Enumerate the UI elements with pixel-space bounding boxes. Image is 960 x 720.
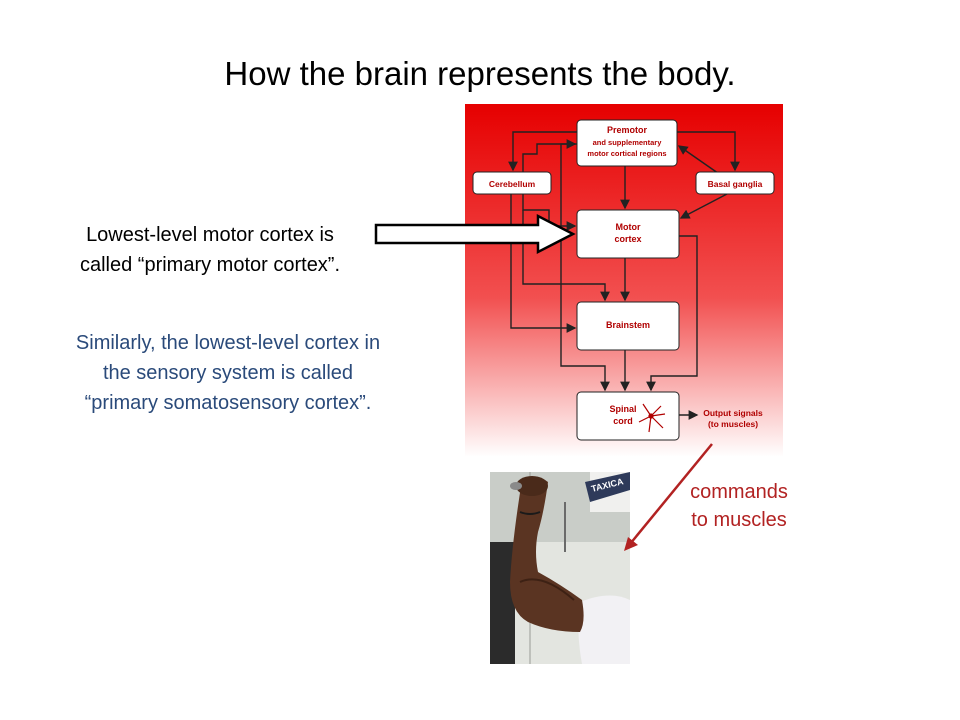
premotor-line-3: motor cortical regions xyxy=(587,149,666,158)
motor-line-1: Motor xyxy=(616,222,641,232)
motor-line-2: cortex xyxy=(614,234,641,244)
output-line-2: (to muscles) xyxy=(708,419,758,429)
spinal-line-1: Spinal xyxy=(609,404,636,414)
motor-cortex-callout: Lowest-level motor cortex is called “pri… xyxy=(40,220,380,280)
note-line-2: the sensory system is called xyxy=(102,362,354,384)
note-line-1: Similarly, the lowest-level cortex in xyxy=(75,332,381,354)
brainstem-label: Brainstem xyxy=(606,320,650,330)
somatosensory-note: Similarly, the lowest-level cortex in th… xyxy=(38,328,418,418)
box-brainstem: Brainstem xyxy=(576,301,680,351)
arm-flexing-photo: TAXICA xyxy=(490,472,630,664)
sign-board xyxy=(585,472,630,502)
box-cerebellum: Cerebellum xyxy=(472,171,552,195)
cerebellum-label: Cerebellum xyxy=(489,179,536,189)
box-spinal-cord: Spinal cord xyxy=(576,391,680,441)
box-basal-ganglia: Basal ganglia xyxy=(695,171,775,195)
output-line-1: Output signals xyxy=(703,408,763,418)
callout-line-2: called “primary motor cortex”. xyxy=(79,254,341,276)
premotor-line-2: and supplementary xyxy=(593,138,663,147)
motor-hierarchy-diagram: Premotor and supplementary motor cortica… xyxy=(465,104,783,457)
slide-title: How the brain represents the body. xyxy=(224,55,736,92)
shirt xyxy=(578,595,630,664)
dark-doorway xyxy=(490,542,515,664)
note-line-3: “primary somatosensory cortex”. xyxy=(84,392,372,414)
wristband xyxy=(519,511,541,515)
fist xyxy=(516,476,548,496)
box-premotor: Premotor and supplementary motor cortica… xyxy=(576,119,678,167)
spinal-line-2: cord xyxy=(613,416,633,426)
commands-line-2: to muscles xyxy=(691,509,787,531)
box-motor-cortex: Motor cortex xyxy=(576,209,680,259)
commands-line-1: commands xyxy=(690,481,788,503)
basal-ganglia-label: Basal ganglia xyxy=(708,179,763,189)
premotor-line-1: Premotor xyxy=(607,125,648,135)
neuron-icon xyxy=(638,403,666,433)
commands-label: commands to muscles xyxy=(664,478,814,534)
callout-line-1: Lowest-level motor cortex is xyxy=(86,224,334,246)
